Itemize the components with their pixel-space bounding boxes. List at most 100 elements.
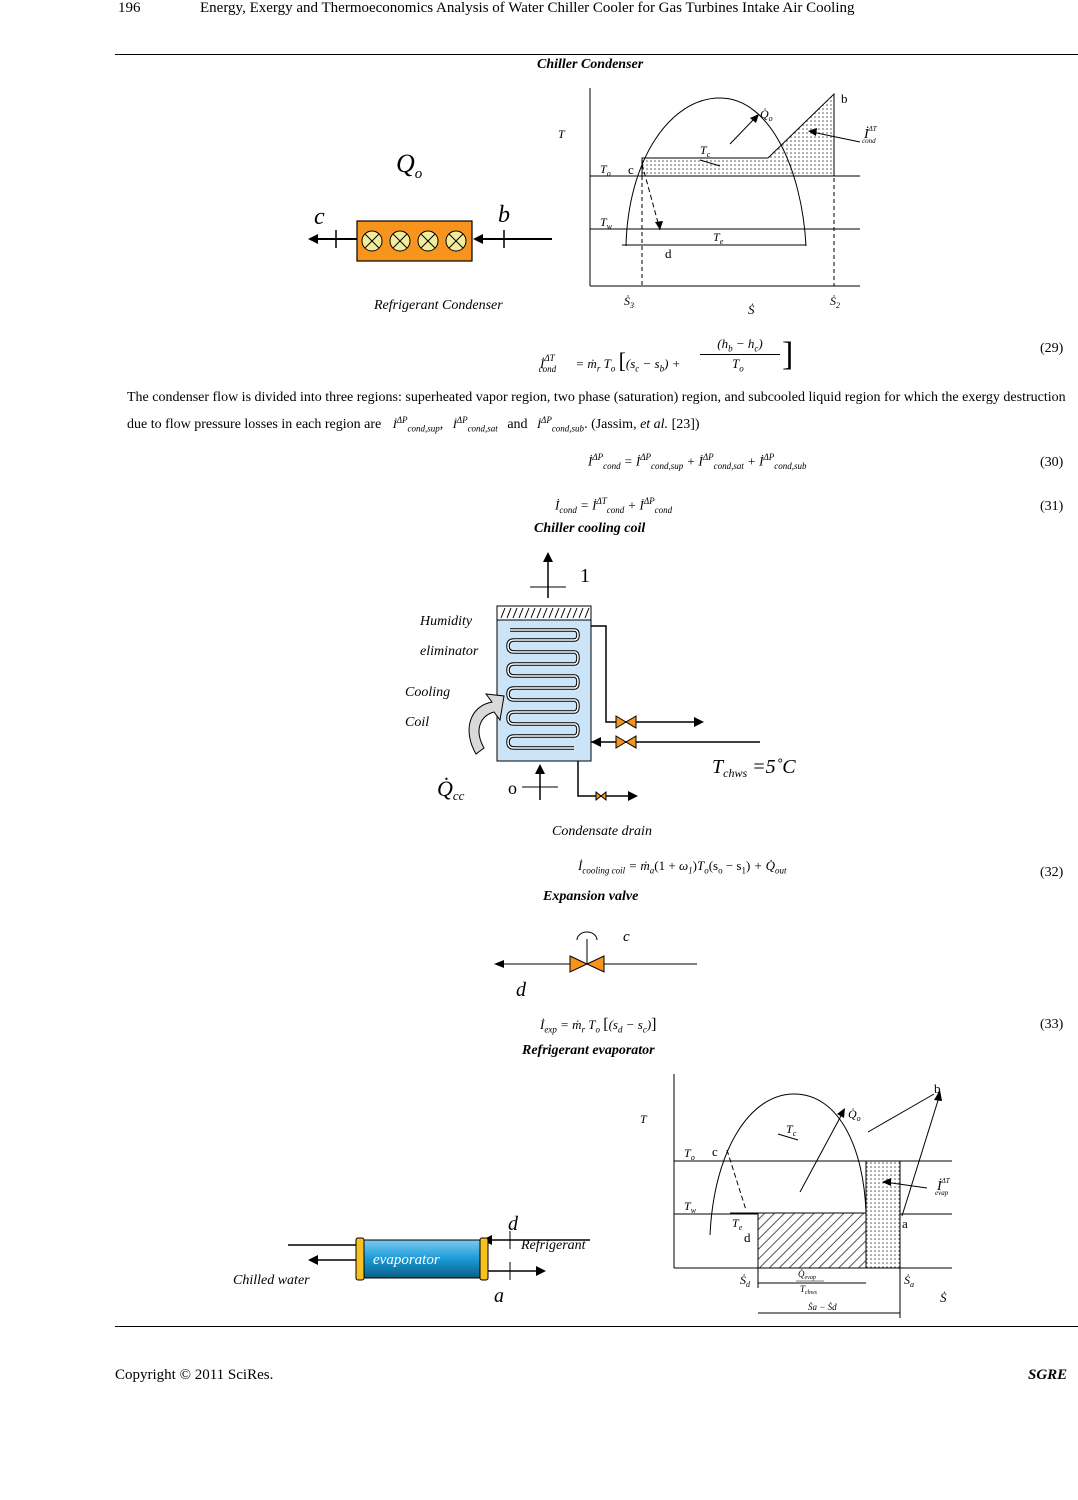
outlet-arrowhead xyxy=(308,234,318,244)
drain-valve xyxy=(595,790,607,802)
i-arrowhead xyxy=(808,128,817,136)
s-axis-label: Ṡ xyxy=(748,302,755,317)
humidity-label-1: Humidity xyxy=(419,614,473,629)
evap-qo-label: Q̇o xyxy=(848,1107,861,1123)
evap-frac-den: Tchws xyxy=(800,1284,818,1296)
evap-t-axis-label: T xyxy=(640,1112,648,1126)
caption-refrigerant-evaporator: Refrigerant evaporator xyxy=(522,1043,655,1058)
tw-label: Tw xyxy=(600,215,613,231)
evap-point-a: a xyxy=(902,1216,908,1231)
evap-te-label: Te xyxy=(732,1216,743,1232)
evap-port-a: a xyxy=(494,1285,504,1307)
evap-sa-label: Ṡa xyxy=(904,1272,914,1289)
saturation-dome xyxy=(625,97,807,247)
evap-saturation-dome xyxy=(709,1093,867,1236)
running-title: Energy, Exergy and Thermoeconomics Analy… xyxy=(200,0,855,16)
process-c-d-arrowhead xyxy=(655,221,663,230)
chw-return-pipe xyxy=(591,625,700,723)
equation-number-29: (29) xyxy=(1040,341,1064,356)
evap-shaded-area xyxy=(865,1160,901,1269)
valve-actuator xyxy=(576,931,598,941)
valve-body-left xyxy=(569,955,589,973)
evaporator-cap-left xyxy=(355,1237,365,1281)
humidity-label-2: eliminator xyxy=(420,644,479,659)
evap-i-arrow xyxy=(884,1181,928,1189)
port-c-label: c xyxy=(314,204,325,230)
paragraph-condenser-regions: The condenser flow is divided into three… xyxy=(127,390,1066,434)
to-label: To xyxy=(600,162,611,178)
evap-hatched-area xyxy=(757,1212,867,1269)
valve-top xyxy=(615,715,637,729)
qo-label: Qo xyxy=(396,149,423,182)
copyright: Copyright © 2011 SciRes. xyxy=(115,1367,274,1383)
evap-b-arrow xyxy=(867,1093,935,1133)
footer-rule xyxy=(115,1326,1078,1327)
condensate-drain-label: Condensate drain xyxy=(552,824,652,839)
equation-number-32: (32) xyxy=(1040,865,1064,880)
process-c-d xyxy=(641,163,661,231)
point-d-label: d xyxy=(665,246,672,261)
air-outlet-arrowhead xyxy=(543,552,553,562)
evap-tw-label: Tw xyxy=(684,1199,697,1215)
refrigerant-condenser-label: Refrigerant Condenser xyxy=(374,298,503,313)
inlet-arrowhead xyxy=(473,234,483,244)
cooling-label-2: Coil xyxy=(405,715,429,730)
evap-tc-label: Tc xyxy=(786,1122,797,1138)
s3-label: Ṡ3 xyxy=(624,293,634,310)
equation-number-33: (33) xyxy=(1040,1017,1064,1032)
te-label: Te xyxy=(713,230,724,246)
caption-chiller-cooling-coil: Chiller cooling coil xyxy=(534,521,646,536)
port-b-label: b xyxy=(498,202,510,228)
evap-port-d: d xyxy=(508,1213,519,1235)
evap-point-c: c xyxy=(712,1144,718,1159)
page-number: 196 xyxy=(118,0,141,16)
s2-label: Ṡ2 xyxy=(830,293,840,310)
header-rule xyxy=(115,54,1078,55)
tchws-label: Tchws =5˚C xyxy=(712,756,796,780)
valve-port-c: c xyxy=(623,929,630,945)
drain-pipe xyxy=(577,761,630,797)
qo-arrow xyxy=(729,117,756,145)
evap-point-b: b xyxy=(934,1081,941,1096)
evap-to-label: To xyxy=(684,1146,695,1162)
valve-port-d: d xyxy=(516,979,527,1001)
state-1-label: 1 xyxy=(580,565,590,587)
valve-outlet-arrowhead xyxy=(494,960,504,968)
equation-31: İcond = İΔTcond + İΔPcond xyxy=(555,496,673,515)
valve-bottom xyxy=(615,735,637,749)
evap-qo-arrow xyxy=(799,1113,843,1193)
evap-s-axis-label: Ṡ xyxy=(940,1290,947,1305)
caption-expansion-valve: Expansion valve xyxy=(543,889,639,904)
qo-dot-label: Q̇o xyxy=(760,107,773,123)
heat-removal-arrow xyxy=(468,693,505,755)
evap-process-c-d xyxy=(726,1149,747,1211)
evaporator-cap-right xyxy=(479,1237,489,1281)
evaporator-schematic: evaporator d a Refrigerant Chilled water xyxy=(233,1213,590,1307)
evap-sd-label: Ṡd xyxy=(740,1272,751,1289)
cooling-coil-diagram: 1 o Humidity eliminator Cooling Coil Q̇c… xyxy=(405,552,796,803)
evap-point-d: d xyxy=(744,1230,751,1245)
fan-symbols xyxy=(361,230,467,252)
chilled-water-label: Chilled water xyxy=(233,1273,310,1288)
qcc-label: Q̇cc xyxy=(437,776,465,803)
condenser-schematic: Qo c b xyxy=(308,149,552,262)
evaporator-label: evaporator xyxy=(373,1252,440,1268)
qo-arrowhead xyxy=(750,114,759,123)
point-c-label: c xyxy=(628,162,634,177)
journal-abbrev: SGRE xyxy=(1028,1367,1068,1383)
evap-frac-num: Q̇evap xyxy=(798,1269,816,1281)
t-axis-label: T xyxy=(558,127,566,141)
caption-chiller-condenser: Chiller Condenser xyxy=(537,57,644,72)
cooling-label-1: Cooling xyxy=(405,685,450,700)
point-b-label: b xyxy=(841,91,848,106)
refrigerant-label: Refrigerant xyxy=(520,1238,587,1253)
eliminator-hatch xyxy=(500,607,590,619)
equation-33: İexp = ṁr To [(sd − sc)] xyxy=(540,1016,657,1035)
equation-number-30: (30) xyxy=(1040,455,1064,470)
equation-30: İΔPcond = İΔPcond,sup + İΔPcond,sat + İΔ… xyxy=(588,452,807,471)
i-arrow xyxy=(811,131,861,143)
equation-number-31: (31) xyxy=(1040,499,1064,514)
